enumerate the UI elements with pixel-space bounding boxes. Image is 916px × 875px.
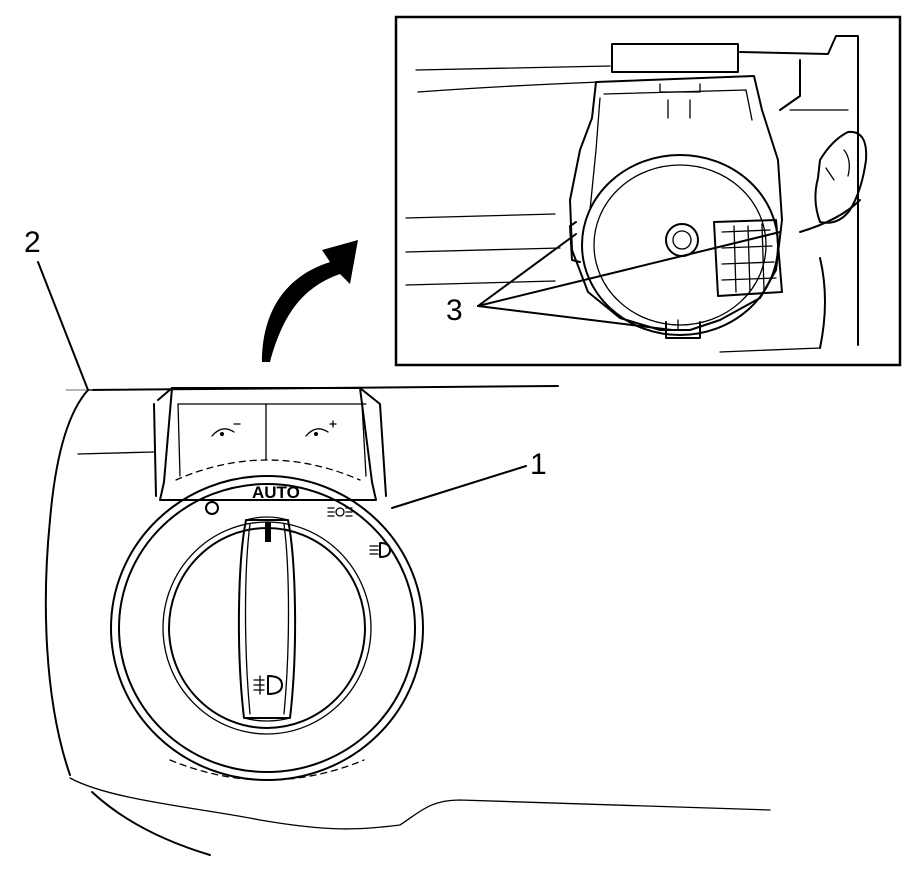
- headlamps-icon: [369, 542, 391, 558]
- position-indicator-mark: [265, 522, 271, 542]
- switch-housing: [569, 43, 783, 339]
- callout-1-leader: [391, 465, 527, 509]
- auto-position-label: AUTO: [252, 483, 300, 502]
- rear-fog-lamp-icon: [253, 675, 283, 695]
- curved-arrow-icon: [262, 240, 358, 362]
- inset-panel-lines: [405, 35, 868, 353]
- off-position-icon: [205, 501, 219, 515]
- headlamp-rotary-knob: AUTO: [110, 459, 424, 781]
- headlamp-switch-module: [153, 387, 387, 501]
- instrument-dimmer-down-icon: [211, 423, 241, 437]
- instrument-dimmer-up-icon: [305, 420, 337, 437]
- parking-lamps-icon: [327, 507, 353, 517]
- callout-1-label: 1: [530, 448, 547, 481]
- callout-2-leader: [37, 261, 89, 391]
- callout-3-leaders: [477, 231, 781, 331]
- callout-2-label: 2: [24, 226, 41, 259]
- callout-3-label: 3: [446, 294, 463, 327]
- electrical-connector: [713, 219, 783, 297]
- detail-inset: 3: [394, 15, 902, 367]
